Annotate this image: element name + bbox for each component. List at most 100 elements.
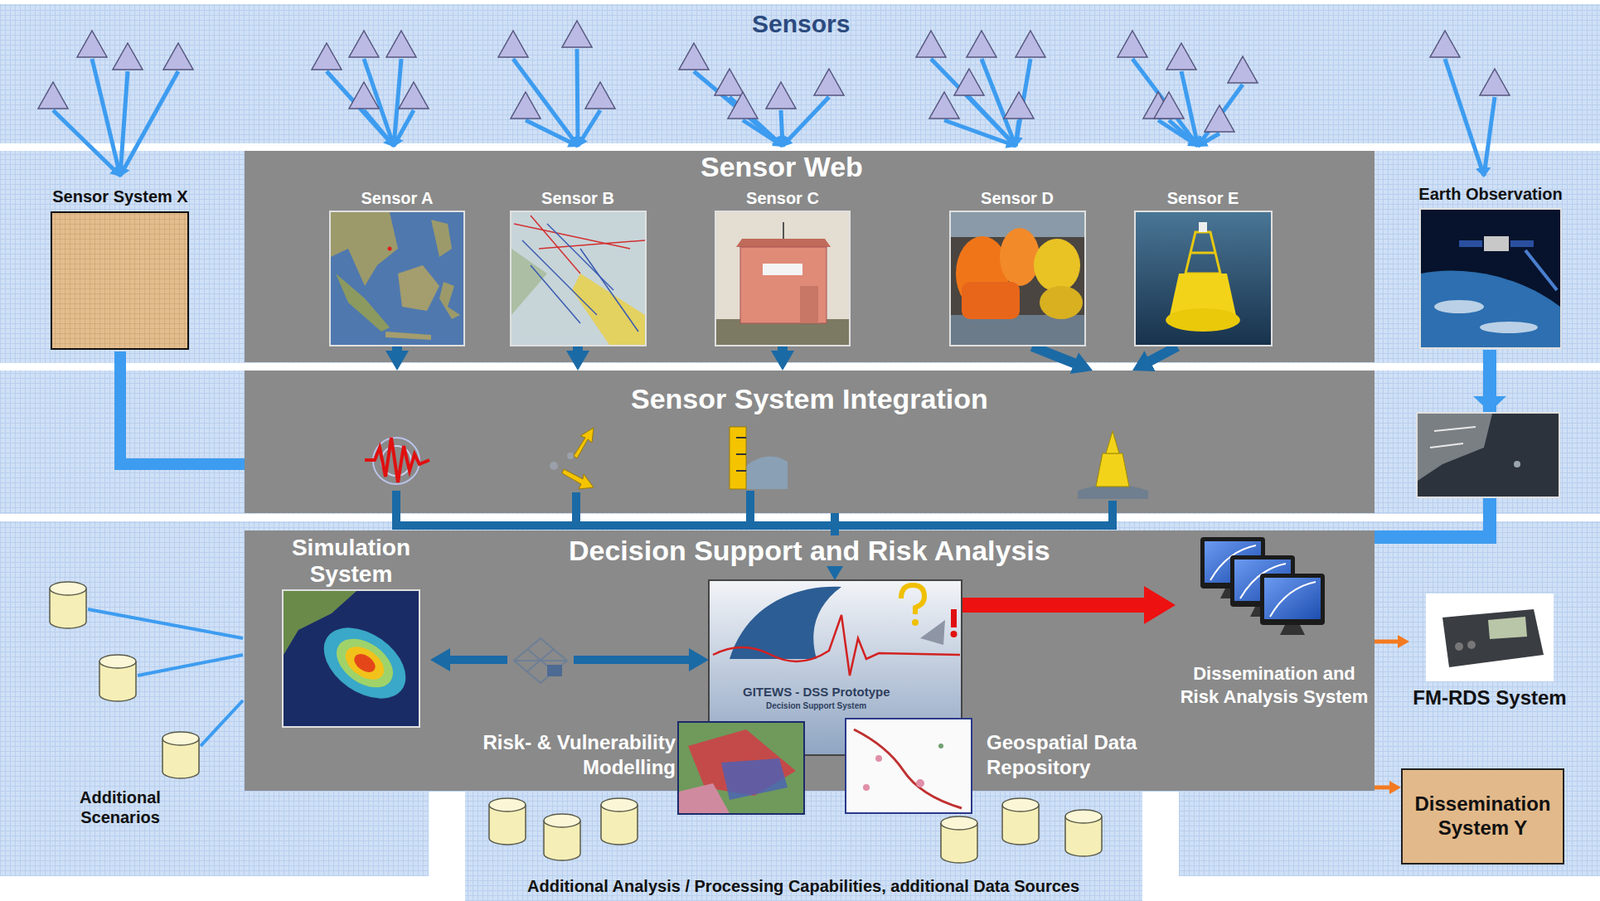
sensor-d-buoys (961, 281, 1020, 320)
sensor-triangle (916, 30, 946, 58)
sensor-triangle (112, 43, 143, 70)
sensor-triangle (1153, 92, 1184, 119)
sensor-triangle (398, 82, 429, 109)
sensor-triangle (349, 30, 379, 58)
simulation-image (310, 613, 419, 713)
sensor-triangle (1117, 30, 1148, 58)
sensor-triangle (766, 82, 796, 109)
sensor-b-map (510, 211, 646, 346)
buoy-icon (1095, 453, 1130, 487)
geospatial-map (845, 718, 972, 814)
sensor-feed-arrows (944, 120, 1016, 146)
mesh-icon (513, 659, 568, 662)
computer-monitors (1270, 581, 1316, 617)
sensor-feed-arrows (53, 110, 121, 176)
dss-screen-image (712, 615, 960, 676)
screen-caption: Decision Support System (766, 701, 867, 712)
sensor-e-buoy (1165, 308, 1241, 332)
band-panel: Sensor System Integration (244, 370, 1375, 514)
sensor-b-map (510, 211, 646, 346)
geospatial-map (863, 784, 870, 791)
sensor-system-x-box (51, 212, 189, 350)
integration-bus (392, 490, 1117, 526)
connector (777, 346, 788, 371)
band-panel: Decision Support and Risk AnalysisSimula… (244, 530, 1375, 791)
sensor-e-buoy (1134, 211, 1272, 346)
database-cylinder (489, 798, 526, 845)
database-cylinder (49, 581, 87, 629)
gps-icon (567, 452, 574, 460)
geospatial-map (938, 743, 944, 749)
sensor-triangle (562, 20, 592, 48)
sensor-triangle (1430, 30, 1460, 58)
sensor-e-buoy (1190, 252, 1216, 255)
gps-icon (549, 427, 594, 490)
satellite-scene (1513, 460, 1521, 468)
connector (392, 346, 403, 371)
sensor-e-buoy (1185, 232, 1221, 274)
dissemination-card: Dissemination and Risk Analysis System (1175, 534, 1376, 713)
fm-rds-device (1454, 642, 1464, 651)
sensor-feed-arrows (1483, 96, 1495, 176)
sensor-d-buoys (999, 227, 1040, 287)
sensor-feed-arrows (1444, 58, 1484, 176)
dss-screen-image (901, 585, 925, 615)
earth-observation-card: Earth Observation (1403, 184, 1581, 350)
computer-monitors (1264, 577, 1321, 620)
integration-bus (746, 490, 755, 526)
earth-observation-image (1420, 208, 1562, 349)
note-label: Additional Scenarios (58, 787, 183, 828)
box-heading: Earth Observation (1403, 184, 1578, 204)
sensor-a-map (397, 265, 440, 311)
gps-icon (549, 461, 558, 471)
connector (572, 346, 583, 371)
satellite-scene (1416, 396, 1560, 498)
risk-map (721, 758, 788, 800)
background-bands (244, 370, 1375, 514)
sensor-feed-arrows (742, 120, 783, 146)
sensor-triangle (349, 82, 379, 109)
band-panel: Sensor WebSensor ASensor BSensor CSensor… (244, 150, 1375, 363)
sensor-feed-arrows (577, 110, 601, 146)
sensor-c-hut (762, 263, 803, 276)
card-heading: Simulation System (274, 534, 428, 588)
simulation-image (282, 590, 420, 728)
sensor-c-hut (736, 238, 831, 248)
background-bands (0, 513, 1600, 522)
geospatial-map (916, 779, 925, 788)
sensor-d-buoys (1039, 286, 1083, 320)
sensor-triangle (1227, 56, 1258, 83)
seismic-icon (364, 437, 430, 485)
sensor-triangle (714, 68, 745, 96)
seismic-icon (364, 437, 430, 483)
sensor-triangle (814, 68, 844, 96)
earth-observation-image (1434, 300, 1484, 314)
connector (1132, 346, 1178, 371)
sensor-triangle (954, 68, 985, 96)
sensor-d-buoys (950, 315, 1085, 345)
database-cylinder (543, 814, 581, 861)
sensor-name: Sensor B (503, 189, 653, 209)
fm-rds-device (1442, 609, 1544, 668)
sensor-triangle (77, 30, 107, 58)
gps-icon (562, 469, 594, 490)
gps-icon (573, 427, 594, 459)
simulation-image (310, 613, 419, 713)
sensor-feed-arrows (326, 71, 394, 146)
buoy-icon (1105, 431, 1120, 454)
background-bands (0, 876, 429, 901)
database-cylinder (49, 581, 1102, 864)
sensor-b-map (547, 223, 614, 291)
computer-monitors (1200, 537, 1325, 636)
database-cylinder (1002, 798, 1039, 845)
sensor-feed-arrows (1168, 120, 1198, 146)
dissemination-box: Dissemination System Y (1401, 768, 1565, 865)
earth-observation-image (1483, 236, 1509, 252)
mesh-icon (513, 638, 568, 684)
dss-screen-image (950, 630, 958, 638)
screen-caption: GITEWS - DSS Prototype (742, 684, 891, 699)
sensor-a-map (431, 219, 452, 257)
mesh-icon (507, 636, 574, 685)
satellite-scene (1430, 443, 1464, 448)
